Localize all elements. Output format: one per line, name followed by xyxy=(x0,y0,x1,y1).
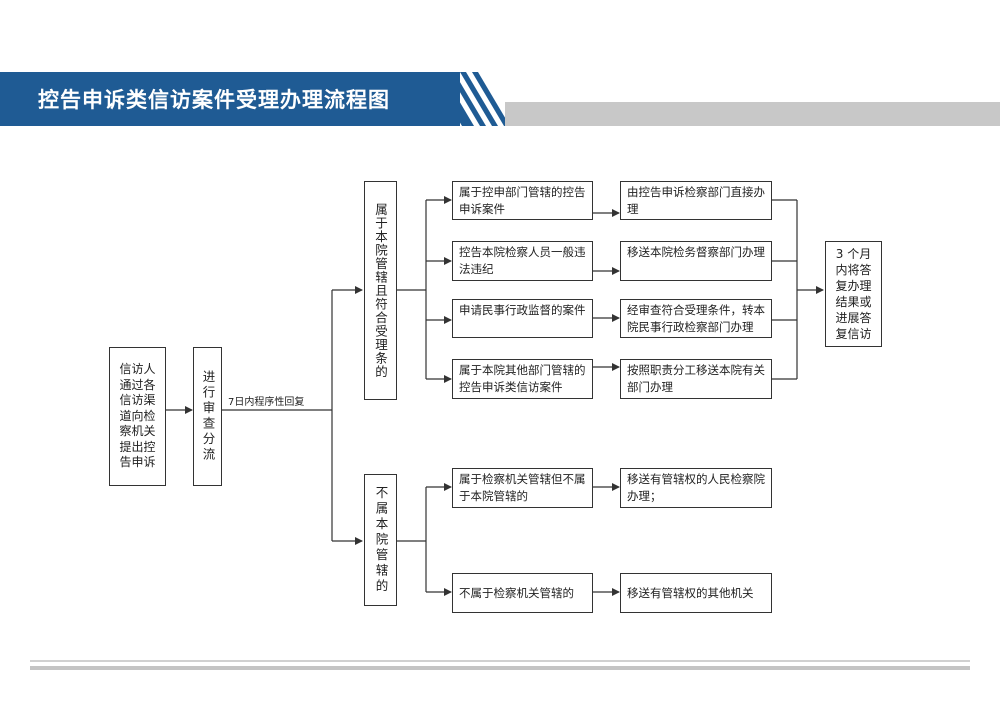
out-action-text-2: 移送有管辖权的其他机关 xyxy=(627,586,754,600)
footer-line-thick xyxy=(30,666,970,670)
out-condition-text-2: 不属于检察机关管辖的 xyxy=(459,586,574,600)
action-text-1: 由控告申诉检察部门直接办理 xyxy=(627,185,765,216)
action-box-2: 移送本院检务督察部门办理 xyxy=(620,241,772,281)
footer-line-thin xyxy=(30,660,970,662)
action-text-2: 移送本院检务督察部门办理 xyxy=(627,245,765,259)
branch-in-node: 属于本院管辖且符合受理条的 xyxy=(364,181,397,400)
out-condition-box-2: 不属于检察机关管辖的 xyxy=(452,573,593,613)
edge-label-reply: 7日内程序性回复 xyxy=(228,397,305,408)
start-node: 信访人通过各信访渠道向检察机关提出控告申诉 xyxy=(109,347,166,486)
condition-text-2: 控告本院检察人员一般违法违纪 xyxy=(459,245,586,276)
condition-box-3: 申请民事行政监督的案件 xyxy=(452,299,593,338)
action-box-1: 由控告申诉检察部门直接办理 xyxy=(620,181,772,220)
branch-out-text: 不属本院管辖的 xyxy=(373,485,389,595)
title-banner xyxy=(0,72,460,126)
action-text-4: 按照职责分工移送本院有关部门办理 xyxy=(627,363,765,394)
action-box-3: 经审查符合受理条件，转本院民事行政检察部门办理 xyxy=(620,299,772,338)
condition-text-3: 申请民事行政监督的案件 xyxy=(459,303,586,317)
action-box-4: 按照职责分工移送本院有关部门办理 xyxy=(620,359,772,399)
condition-box-1: 属于控申部门管辖的控告申诉案件 xyxy=(452,181,593,220)
review-node-text: 进行审查分流 xyxy=(200,370,216,463)
condition-text-1: 属于控申部门管辖的控告申诉案件 xyxy=(459,185,586,216)
result-node: 3 个月内将答复办理结果或进展答复信访 xyxy=(825,241,882,347)
header-gray-bar xyxy=(505,102,1000,126)
out-condition-text-1: 属于检察机关管辖但不属于本院管辖的 xyxy=(459,472,586,503)
condition-text-4: 属于本院其他部门管辖的控告申诉类信访案件 xyxy=(459,363,586,394)
page-title: 控告申诉类信访案件受理办理流程图 xyxy=(38,88,390,112)
start-node-text: 信访人通过各信访渠道向检察机关提出控告申诉 xyxy=(119,362,156,470)
branch-out-node: 不属本院管辖的 xyxy=(364,474,397,606)
out-action-box-2: 移送有管辖权的其他机关 xyxy=(620,573,772,613)
branch-in-text: 属于本院管辖且符合受理条的 xyxy=(373,202,388,379)
action-text-3: 经审查符合受理条件，转本院民事行政检察部门办理 xyxy=(627,303,765,334)
out-condition-box-1: 属于检察机关管辖但不属于本院管辖的 xyxy=(452,468,593,508)
condition-box-4: 属于本院其他部门管辖的控告申诉类信访案件 xyxy=(452,359,593,399)
out-action-box-1: 移送有管辖权的人民检察院办理； xyxy=(620,468,772,508)
out-action-text-1: 移送有管辖权的人民检察院办理； xyxy=(627,472,765,503)
review-node: 进行审查分流 xyxy=(193,347,222,486)
condition-box-2: 控告本院检察人员一般违法违纪 xyxy=(452,241,593,281)
result-text: 3 个月内将答复办理结果或进展答复信访 xyxy=(835,247,872,341)
banner-stripes xyxy=(430,72,510,126)
